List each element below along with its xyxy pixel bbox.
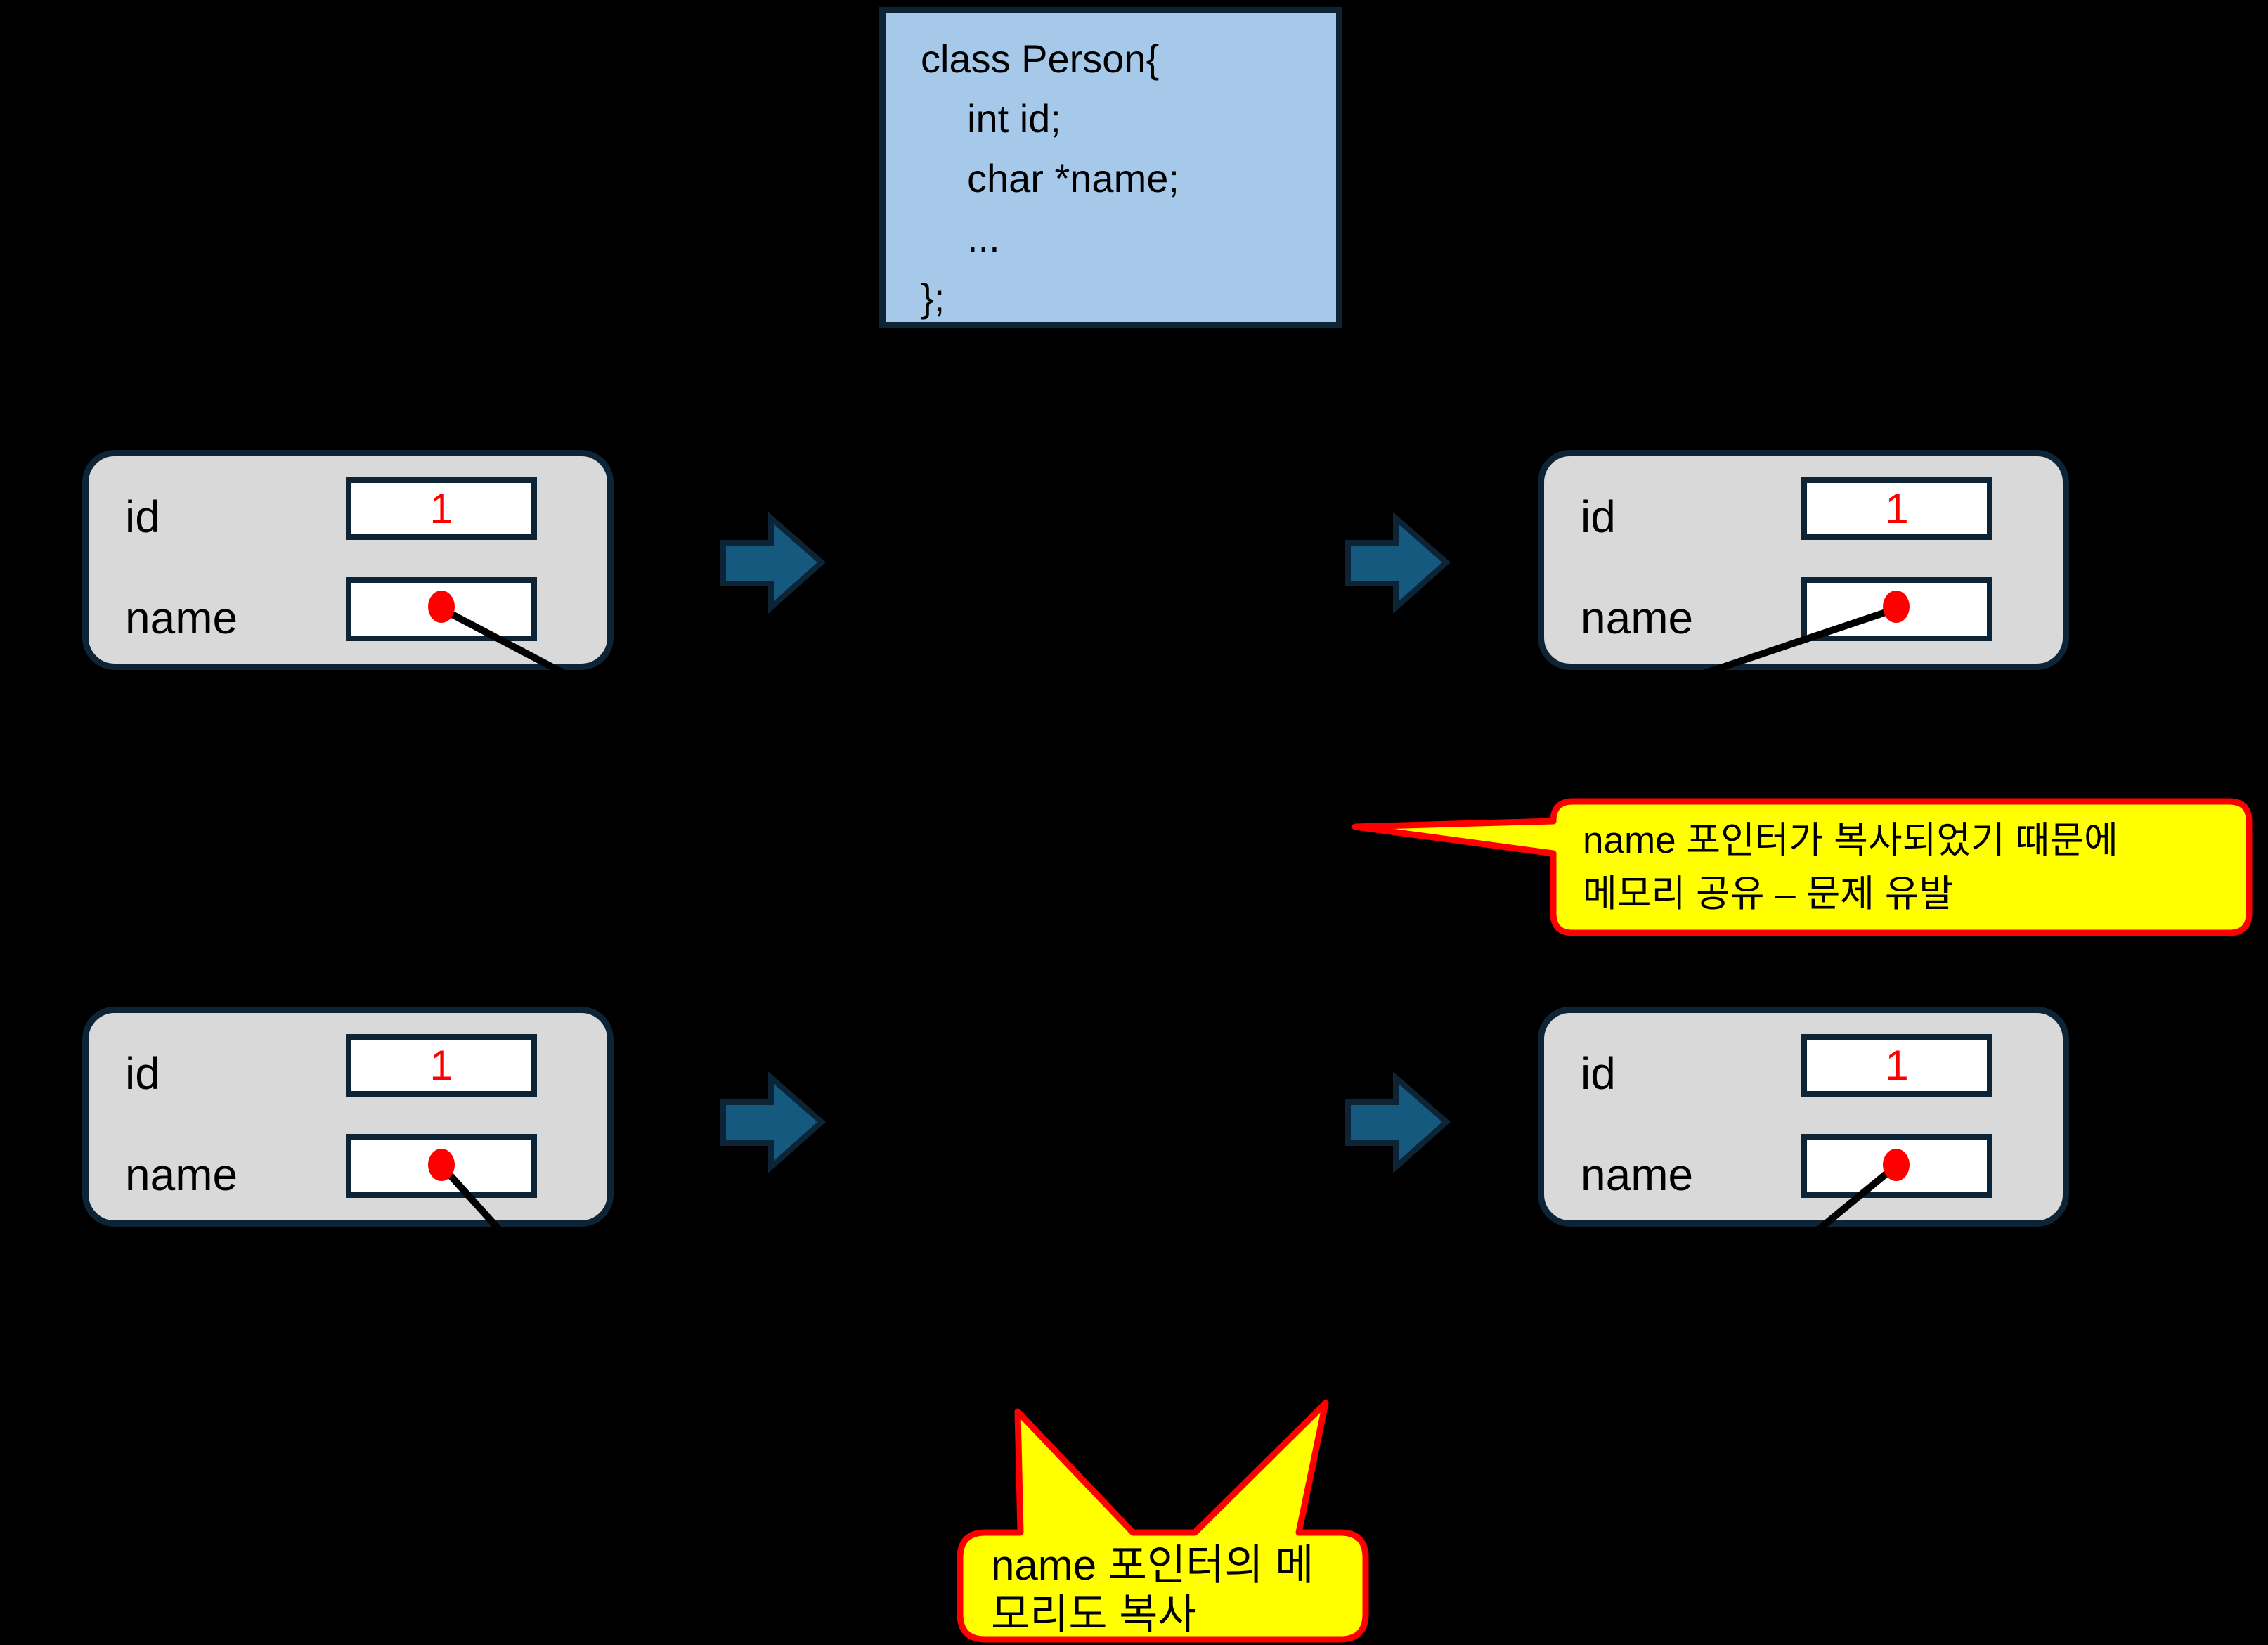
name-pointer-box	[346, 577, 537, 641]
field-label-name: name	[125, 593, 238, 643]
field-label-name: name	[125, 1149, 238, 1200]
code-line: char *name;	[967, 156, 1179, 200]
id-value: 1	[429, 1041, 453, 1089]
person-box-top-right: id 1 name	[1538, 450, 2069, 670]
copy-arrow-icon	[720, 512, 827, 614]
id-value: 1	[1885, 484, 1909, 532]
callout-deep-copy-text: name 포인터의 메 모리도 복사	[991, 1541, 1314, 1639]
code-line: };	[921, 276, 945, 320]
copy-arrow-icon	[720, 1071, 827, 1173]
field-label-name: name	[1581, 1149, 1694, 1200]
id-value-box: 1	[346, 477, 537, 540]
copy-arrow-icon	[1345, 1071, 1451, 1173]
callout-line: 모리도 복사	[991, 1591, 1197, 1638]
callout-shared-memory-text: name 포인터가 복사되었기 때문에 메모리 공유 – 문제 유발	[1583, 814, 2118, 921]
person-box-top-left: id 1 name	[82, 450, 614, 670]
name-pointer-box	[1801, 577, 1992, 641]
id-value: 1	[429, 484, 453, 532]
id-value-box: 1	[1801, 477, 1992, 540]
field-label-name: name	[1581, 593, 1694, 643]
callout-line: 메모리 공유 – 문제 유발	[1583, 873, 1954, 915]
callout-line: name 포인터가 복사되었기 때문에	[1583, 820, 2118, 861]
id-value-box: 1	[1801, 1034, 1992, 1097]
field-label-id: id	[125, 1048, 160, 1099]
person-box-bottom-left: id 1 name	[82, 1007, 614, 1227]
copy-arrow-icon	[1345, 512, 1451, 614]
field-label-id: id	[1581, 1048, 1616, 1099]
code-line: class Person{	[921, 37, 1160, 81]
name-pointer-box	[346, 1134, 537, 1198]
field-label-id: id	[1581, 491, 1616, 542]
field-label-id: id	[125, 491, 160, 542]
name-pointer-box	[1801, 1134, 1992, 1198]
callout-line: name 포인터의 메	[991, 1542, 1314, 1589]
class-definition-box: class Person{ int id; char *name; ... };	[879, 7, 1342, 328]
id-value: 1	[1885, 1041, 1909, 1089]
id-value-box: 1	[346, 1034, 537, 1097]
code-line: int id;	[967, 96, 1061, 141]
code-line: ...	[967, 216, 1000, 260]
person-box-bottom-right: id 1 name	[1538, 1007, 2069, 1227]
